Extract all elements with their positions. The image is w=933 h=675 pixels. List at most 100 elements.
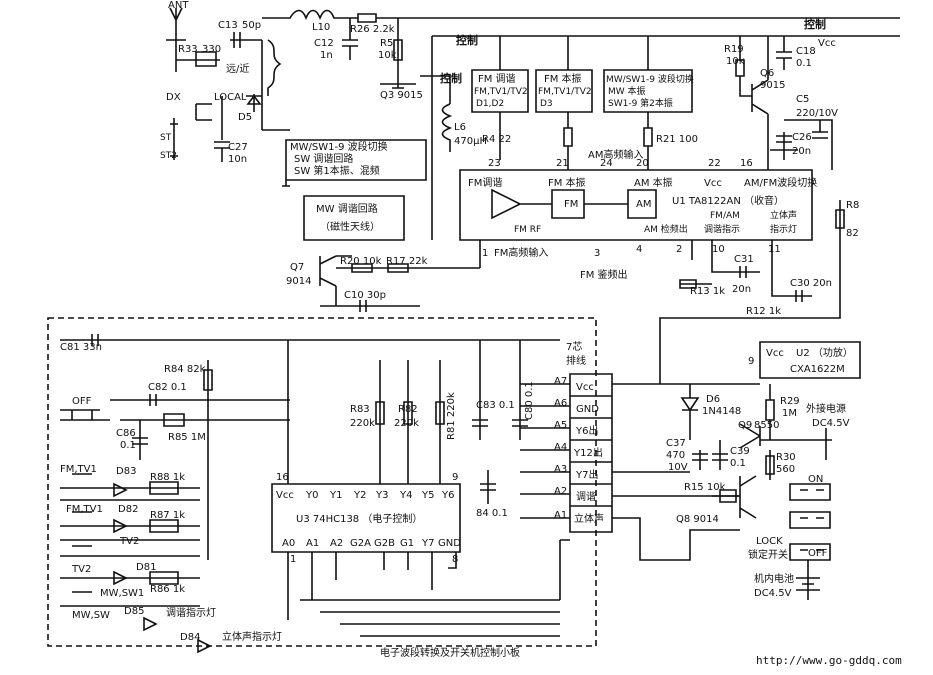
d82-label: D82 bbox=[118, 504, 138, 515]
u3-pin8: 8 bbox=[452, 554, 458, 565]
mwsw-line2: SW1-9 第2本振 bbox=[608, 97, 673, 109]
labels-blocks: FM 调谐 FM,TV1/TV2 D1,D2 FM 本振 FM,TV1/TV2 … bbox=[290, 72, 698, 233]
c83-label: C83 0.1 bbox=[476, 400, 515, 411]
u3-pin1: 1 bbox=[290, 554, 296, 565]
q6-value: 9015 bbox=[760, 80, 785, 91]
u3-g2a: G2A bbox=[350, 538, 371, 549]
fm-lo-line1: FM,TV1/TV2 bbox=[538, 87, 592, 97]
sw-box-line1: SW 调谐回路 bbox=[294, 152, 353, 165]
r83-value: 220k bbox=[350, 418, 375, 429]
u3-a0: A0 bbox=[282, 538, 295, 549]
on-label: ON bbox=[808, 474, 823, 485]
fm-rf-in-label: FM高频输入 bbox=[494, 246, 548, 259]
sw-box-title: MW/SW1-9 波段切换 bbox=[290, 140, 388, 153]
r30-value: 560 bbox=[776, 464, 795, 475]
d5-label: D5 bbox=[238, 112, 252, 123]
control-label-3: 控制 bbox=[804, 17, 826, 31]
u1-vcc: Vcc bbox=[704, 178, 722, 189]
fm-tune-title: FM 调谐 bbox=[478, 73, 516, 85]
r8-value: 82 bbox=[846, 228, 859, 239]
r30-label: R30 bbox=[776, 452, 796, 463]
fm-det-label: FM 鉴频出 bbox=[580, 268, 628, 281]
bus-a7: A7 bbox=[554, 376, 567, 387]
u1-stereo: 立体声 bbox=[770, 209, 797, 221]
stereo-led-label: 立体声指示灯 bbox=[222, 630, 282, 643]
labels-power: Vcc U2 （功放） CXA1622M 9 D6 1N4148 R29 1M … bbox=[666, 346, 853, 599]
u2-part: CXA1622M bbox=[790, 364, 845, 375]
pin-21: 21 bbox=[556, 158, 569, 169]
st-label: ST bbox=[160, 133, 172, 143]
c37-label: C37 bbox=[666, 438, 686, 449]
board-caption: 电子波段转换及开关机控制小板 bbox=[380, 646, 520, 659]
u3-y0: Y0 bbox=[305, 490, 318, 501]
pin-20: 20 bbox=[636, 158, 649, 169]
ext-power-voltage: DC4.5V bbox=[812, 418, 850, 429]
r86-label: R86 1k bbox=[150, 584, 185, 595]
c39-value: 0.1 bbox=[730, 458, 746, 469]
u3-a2: A2 bbox=[330, 538, 343, 549]
battery-voltage: DC4.5V bbox=[754, 588, 792, 599]
c12-value: 1n bbox=[320, 50, 333, 61]
r82-label: R82 bbox=[398, 404, 418, 415]
q3-label: Q3 9015 bbox=[380, 90, 423, 101]
pin-22: 22 bbox=[708, 158, 721, 169]
wires bbox=[47, 7, 900, 654]
c80-label: C80 0.1 bbox=[524, 381, 535, 420]
c39-label: C39 bbox=[730, 446, 750, 457]
c86-value: 0.1 bbox=[120, 440, 136, 451]
ant-label: ANT bbox=[168, 0, 189, 11]
bus-a3: A3 bbox=[554, 464, 567, 475]
d6-label: D6 bbox=[706, 394, 720, 405]
r83-label: R83 bbox=[350, 404, 370, 415]
u3-y3: Y3 bbox=[375, 490, 388, 501]
r17-label: R17 22k bbox=[386, 256, 428, 267]
st2-label: ST2 bbox=[160, 151, 177, 161]
c26-label: C26 bbox=[792, 132, 812, 143]
d84-label: D84 bbox=[180, 632, 200, 643]
fm-lo-line2: D3 bbox=[540, 99, 553, 109]
lock-switch-label: 锁定开关 bbox=[748, 548, 788, 561]
c30-label: C30 20n bbox=[790, 278, 832, 289]
u3-y5: Y5 bbox=[421, 490, 434, 501]
bus-y6: Y6出 bbox=[575, 424, 598, 437]
d83-label: D83 bbox=[116, 466, 136, 477]
r8-label: R8 bbox=[846, 200, 859, 211]
pin-4: 4 bbox=[636, 244, 642, 255]
u3-g2b: G2B bbox=[374, 538, 395, 549]
labels-u1: 23 21 24 20 22 16 FM调谐 FM 本振 AM 本振 Vcc A… bbox=[286, 158, 859, 317]
c13-value: 50p bbox=[242, 20, 261, 31]
labels-control-board: C81 33n R84 82k C82 0.1 C86 0.1 R85 1M O… bbox=[60, 342, 535, 659]
bus-subtitle: 排线 bbox=[566, 354, 586, 367]
source-url: http://www.go-gddq.com bbox=[756, 654, 902, 667]
u3-y2: Y2 bbox=[353, 490, 366, 501]
labels-frontend: L10 C12 1n R26 2.2k R5 10k Q3 9015 控制 控制… bbox=[312, 17, 826, 147]
u3-y7: Y7 bbox=[421, 538, 434, 549]
r88-label: R88 1k bbox=[150, 472, 185, 483]
bus-y7: Y7出 bbox=[575, 468, 598, 481]
pin-23: 23 bbox=[488, 158, 501, 169]
pin-1: 1 bbox=[482, 248, 488, 259]
r13-label: R13 1k bbox=[690, 286, 725, 297]
q7-label: Q7 bbox=[290, 262, 304, 273]
mwsw-title: MW/SW1-9 波段切换 bbox=[606, 73, 694, 85]
c31-value: 20n bbox=[732, 284, 751, 295]
c27-value: 10n bbox=[228, 154, 247, 165]
c10-label: C10 30p bbox=[344, 290, 386, 301]
r19-label: R19 bbox=[724, 44, 744, 55]
u1-fm-tune: FM调谐 bbox=[468, 177, 502, 189]
c81-label: C81 33n bbox=[60, 342, 102, 353]
control-label-1: 控制 bbox=[456, 33, 478, 47]
c82-label: C82 0.1 bbox=[148, 382, 187, 393]
u2-vcc: Vcc bbox=[766, 348, 784, 359]
r82-value: 220k bbox=[394, 418, 419, 429]
bus-title: 7芯 bbox=[566, 340, 582, 353]
u1-am-block: AM bbox=[636, 199, 651, 210]
pin-11: 11 bbox=[768, 244, 781, 255]
d81-label: D81 bbox=[136, 562, 156, 573]
c27-label: C27 bbox=[228, 142, 248, 153]
u3-a1: A1 bbox=[306, 538, 319, 549]
local-label: LOCAL bbox=[214, 92, 247, 103]
r5-value: 10k bbox=[378, 50, 397, 61]
bus-stereo: 立体声 bbox=[574, 512, 604, 525]
